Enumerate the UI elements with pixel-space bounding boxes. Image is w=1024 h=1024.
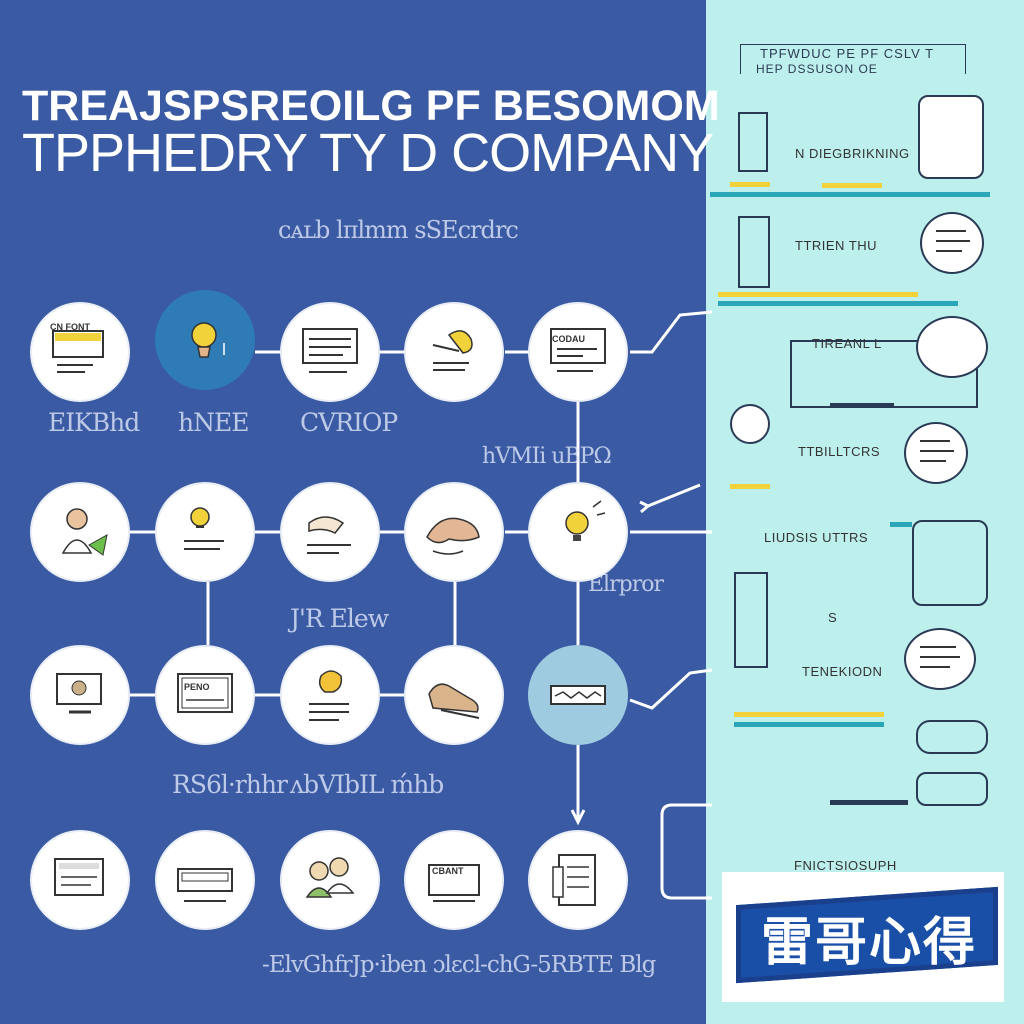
node-handshake[interactable]: [280, 482, 380, 582]
printer-card-icon: [912, 520, 988, 606]
node-caption: hNEE: [178, 408, 249, 437]
bulb-icon: [565, 500, 606, 541]
lightbulb-icon: [191, 322, 225, 358]
monitor-icon: [56, 673, 102, 714]
device-icon: [918, 95, 984, 179]
node-folder[interactable]: [404, 830, 504, 930]
people-icon: [305, 857, 355, 898]
node-monitor[interactable]: [30, 645, 130, 745]
accent-strip: [734, 722, 884, 727]
node-printer[interactable]: [528, 830, 628, 930]
page-title: TREAJSPSREOILG PF BESOMOM: [22, 82, 720, 130]
accent-strip: [734, 712, 884, 717]
sign-icon: [177, 673, 233, 713]
document-icon: [904, 628, 976, 690]
node-bulb-notes[interactable]: [280, 645, 380, 745]
node-tag: PENO: [184, 682, 210, 692]
handshake-icon: [307, 516, 351, 554]
accent-strip: [830, 800, 908, 805]
side-item-label: N DIEGBRIKNING: [795, 146, 910, 161]
node-people[interactable]: [280, 830, 380, 930]
node-browser[interactable]: [30, 830, 130, 930]
node-caption: CVRIOP: [300, 408, 398, 437]
accent-strip: [890, 522, 912, 527]
node-tag: CBANT: [432, 866, 464, 876]
accent-strip: [730, 484, 770, 489]
node-idea[interactable]: [155, 290, 255, 390]
card-icon: [177, 868, 233, 902]
side-panel-header: [740, 44, 966, 74]
folder-icon: [428, 864, 480, 902]
hands-icon: [426, 517, 480, 555]
side-item-label: FNICTSIOSUPH: [794, 858, 897, 873]
document-icon: [52, 330, 104, 373]
side-item-label: LIUDSIS UTTRS: [764, 530, 869, 545]
side-item-label: S: [828, 610, 838, 625]
browser-icon: [54, 858, 104, 896]
shoe-icon: [428, 683, 480, 719]
side-item-label: TENEKIODN: [802, 664, 883, 679]
form-icon: [302, 328, 358, 373]
node-caption: RS6l·rhhr: [172, 770, 288, 799]
printer-icon: [552, 854, 596, 906]
accent-strip: [830, 403, 894, 408]
node-pen[interactable]: [404, 302, 504, 402]
bulb-notes-icon: [309, 670, 349, 721]
node-tag: CN FONT: [50, 322, 90, 332]
side-item-label: TIREANL L: [812, 336, 882, 351]
node-card[interactable]: [155, 830, 255, 930]
node-hands[interactable]: [404, 482, 504, 582]
accent-strip: [730, 182, 770, 187]
node-idea-note[interactable]: [155, 482, 255, 582]
tower-icon: [734, 572, 768, 668]
section-caption: ᴄᴀʟb lπlmm sSEcrdrc: [278, 216, 519, 244]
side-panel-title: TPFWDUC PE PF CSLV T: [760, 46, 935, 61]
side-panel-subtitle: HEP DSSUSON OE: [756, 62, 878, 76]
node-caption: EIKBhd: [48, 408, 140, 437]
node-form[interactable]: [280, 302, 380, 402]
screen-icon: [916, 316, 988, 378]
accent-strip: [718, 301, 958, 306]
machine-icon: [738, 112, 768, 172]
node-caption: hVMIi uBPΩ: [482, 444, 612, 469]
accent-strip: [710, 192, 990, 197]
node-caption: ʌbVIbIL ḿhb: [290, 770, 444, 799]
accent-strip: [822, 183, 882, 188]
node-keyboard[interactable]: [528, 645, 628, 745]
side-item-label: TTBILLTCRS: [798, 444, 881, 459]
node-document[interactable]: [30, 302, 130, 402]
report-icon: [550, 328, 606, 372]
side-item-label: TTRIEN THU: [795, 238, 878, 253]
node-idea-bulb[interactable]: [528, 482, 628, 582]
page-subtitle: TPPHEDRY TY D COMPANY: [22, 123, 714, 183]
node-caption: J'R Elew: [290, 604, 389, 633]
person-icon: [61, 508, 108, 556]
calendar-icon: [916, 772, 988, 806]
node-report[interactable]: [528, 302, 628, 402]
node-sign[interactable]: [155, 645, 255, 745]
node-tag: CODAU: [552, 334, 585, 344]
node-person[interactable]: [30, 482, 130, 582]
footer-caption: -ElvGhfrJp·iben ɔlɛcl-chG-5RBTE Blg: [262, 952, 656, 978]
server-icon: [738, 216, 770, 288]
badge-icon: [730, 404, 770, 444]
watermark-text: 雷哥心得: [760, 913, 977, 973]
pen-icon: [432, 330, 473, 371]
tool-icon: [916, 720, 988, 754]
document-icon: [904, 422, 968, 484]
lightbulb-note-icon: [184, 507, 224, 550]
document-icon: [920, 212, 984, 274]
keyboard-icon: [550, 685, 606, 705]
accent-strip: [718, 292, 918, 297]
node-shoe[interactable]: [404, 645, 504, 745]
